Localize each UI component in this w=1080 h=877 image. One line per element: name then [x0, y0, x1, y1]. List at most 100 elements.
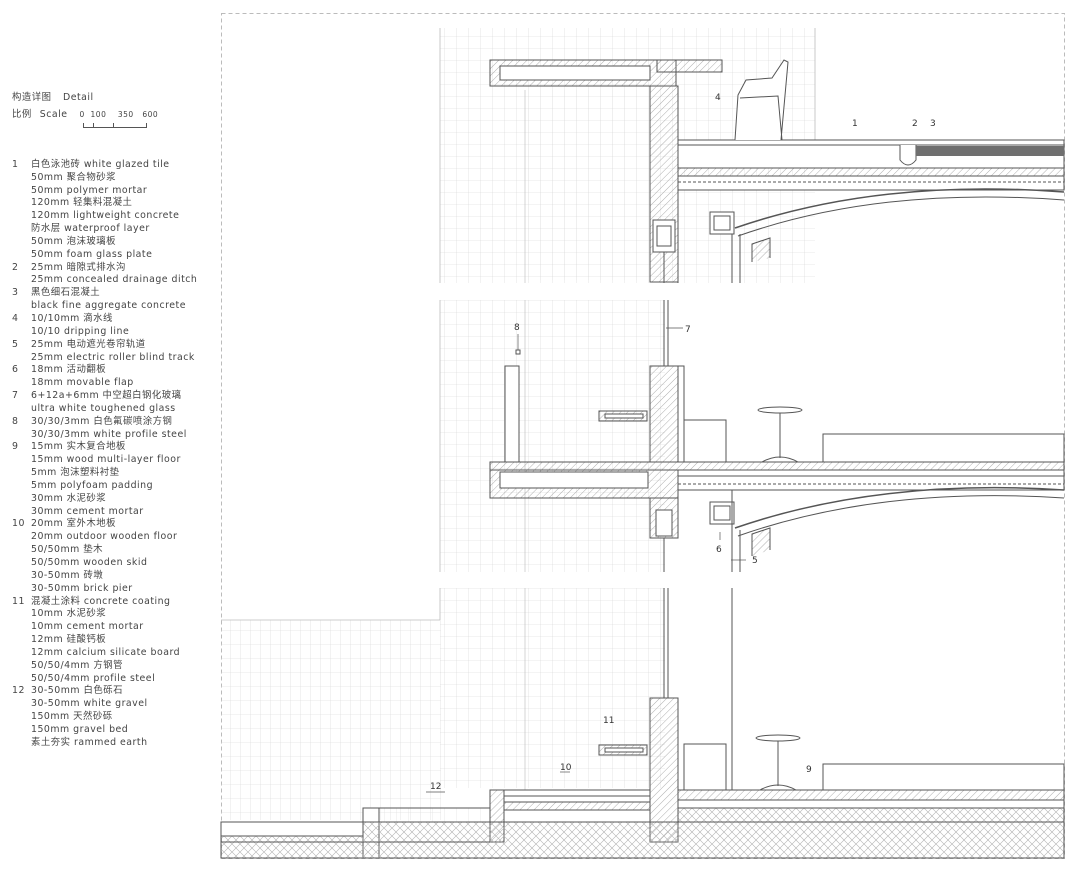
legend-text: 10/10 dripping line	[31, 325, 130, 337]
legend-number: 7	[12, 390, 19, 402]
legend-panel: 构造详图 Detail 比例 Scale 0 100 350 600 1 白色泳池…	[12, 92, 212, 750]
scale-bar: 0 100 350 600	[80, 109, 160, 128]
middle-section	[489, 300, 1065, 572]
scale-zh: 比例	[12, 108, 32, 120]
title-en: Detail	[63, 92, 94, 103]
callout-10: 10	[560, 763, 572, 773]
legend-text: 150mm gravel bed	[31, 723, 129, 735]
legend-text: 5mm polyfoam padding	[31, 479, 154, 491]
legend-line: 150mm 天然砂砾	[12, 711, 212, 724]
callout-11: 11	[603, 716, 614, 726]
legend-line: 5 25mm 电动遮光卷帘轨道	[12, 339, 212, 352]
legend-number: 2	[12, 261, 19, 273]
legend-line: 7 6+12a+6mm 中空超白钢化玻璃	[12, 390, 212, 403]
legend-text: 6+12a+6mm 中空超白钢化玻璃	[31, 390, 182, 402]
scale-bar-graphic	[82, 122, 147, 128]
legend-text: 25mm electric roller blind track	[31, 351, 195, 363]
callout-12: 12	[430, 782, 441, 792]
roof-section	[489, 59, 1065, 283]
legend-text: 30-50mm 白色砾石	[31, 685, 123, 697]
legend-line: 2 25mm 暗隙式排水沟	[12, 262, 212, 275]
legend-text: 12mm calcium silicate board	[31, 646, 181, 658]
legend-line: 12mm 硅酸钙板	[12, 634, 212, 647]
legend-number: 11	[12, 595, 25, 607]
legend-text: ultra white toughened glass	[31, 402, 176, 414]
legend-text: 20mm outdoor wooden floor	[31, 531, 178, 543]
legend-text: 120mm 轻集料混凝土	[31, 197, 133, 209]
legend-text: 25mm 暗隙式排水沟	[31, 261, 126, 273]
legend-line: 5mm 泡沫塑料衬垫	[12, 467, 212, 480]
legend-text: black fine aggregate concrete	[31, 300, 186, 312]
legend-text: 30mm 水泥砂浆	[31, 492, 107, 504]
legend-line: 50/50/4mm profile steel	[12, 673, 212, 686]
callout-labels: 1 2 3 4 5 6 7 8 9 10 11 12	[430, 93, 936, 792]
scale-row: 比例 Scale 0 100 350 600	[12, 108, 212, 128]
legend-text: 30/30/3mm white profile steel	[31, 428, 187, 440]
legend-text: 10mm 水泥砂浆	[31, 608, 107, 620]
callout-7: 7	[685, 325, 691, 335]
legend-line: 8 30/30/3mm 白色氟碳喷涂方钢	[12, 416, 212, 429]
legend-line: 20mm outdoor wooden floor	[12, 531, 212, 544]
legend-line: 素土夯实 rammed earth	[12, 737, 212, 750]
legend-line: 12mm calcium silicate board	[12, 647, 212, 660]
legend-line: 10mm cement mortar	[12, 621, 212, 634]
legend-line: 50/50mm wooden skid	[12, 557, 212, 570]
legend-line: 50mm foam glass plate	[12, 249, 212, 262]
legend-line: 12 30-50mm 白色砾石	[12, 685, 212, 698]
callout-4: 4	[715, 93, 721, 103]
legend-number: 10	[12, 518, 25, 530]
legend-line: 1 白色泳池砖 white glazed tile	[12, 159, 212, 172]
legend-number: 1	[12, 158, 19, 170]
legend-text: 30mm cement mortar	[31, 505, 144, 517]
legend-text: 30-50mm brick pier	[31, 582, 133, 594]
callout-5: 5	[752, 556, 758, 566]
legend-text: 混凝土涂料 concrete coating	[31, 595, 171, 607]
legend-text: 30/30/3mm 白色氟碳喷涂方钢	[31, 415, 173, 427]
legend-line: 50mm polymer mortar	[12, 185, 212, 198]
legend-text: 50/50mm 垫木	[31, 544, 104, 556]
legend-line: 3 黑色细石混凝土	[12, 287, 212, 300]
callout-9: 9	[806, 765, 812, 775]
legend-line: 10mm 水泥砂浆	[12, 608, 212, 621]
legend-number: 5	[12, 338, 19, 350]
legend-line: 50/50/4mm 方钢管	[12, 660, 212, 673]
legend-text: 12mm 硅酸钙板	[31, 634, 107, 646]
legend-number: 4	[12, 312, 19, 324]
legend-text: 素土夯实 rammed earth	[31, 736, 148, 748]
scale-en: Scale	[39, 108, 68, 120]
legend-number: 12	[12, 685, 25, 697]
legend-text: 50mm 聚合物砂浆	[31, 171, 117, 183]
legend-line: 30/30/3mm white profile steel	[12, 429, 212, 442]
legend-text: 黑色细石混凝土	[31, 287, 101, 299]
legend-line: 30mm cement mortar	[12, 506, 212, 519]
legend-text: 30-50mm white gravel	[31, 698, 148, 710]
legend-line: 30-50mm white gravel	[12, 698, 212, 711]
legend-text: 防水层 waterproof layer	[31, 223, 150, 235]
legend-text: 5mm 泡沫塑料衬垫	[31, 467, 120, 479]
legend-line: black fine aggregate concrete	[12, 300, 212, 313]
legend-line: 30mm 水泥砂浆	[12, 493, 212, 506]
callout-1: 1	[852, 119, 858, 129]
legend-line: 50/50mm 垫木	[12, 544, 212, 557]
legend-line: 120mm lightweight concrete	[12, 210, 212, 223]
title-zh: 构造详图	[12, 92, 52, 103]
legend-line: 150mm gravel bed	[12, 724, 212, 737]
legend-line: 15mm wood multi-layer floor	[12, 454, 212, 467]
legend-text: 18mm movable flap	[31, 377, 134, 389]
legend-number: 3	[12, 287, 19, 299]
legend-line: 120mm 轻集料混凝土	[12, 197, 212, 210]
legend-text: 25mm 电动遮光卷帘轨道	[31, 338, 146, 350]
legend-line: 30-50mm 砖墩	[12, 570, 212, 583]
callout-3: 3	[930, 119, 936, 129]
legend-text: 白色泳池砖 white glazed tile	[31, 158, 170, 170]
legend-text: 50/50mm wooden skid	[31, 557, 148, 568]
legend-number: 8	[12, 415, 19, 427]
ground-section	[220, 588, 1065, 859]
legend-number: 6	[12, 364, 19, 376]
detail-title: 构造详图 Detail	[12, 92, 212, 105]
